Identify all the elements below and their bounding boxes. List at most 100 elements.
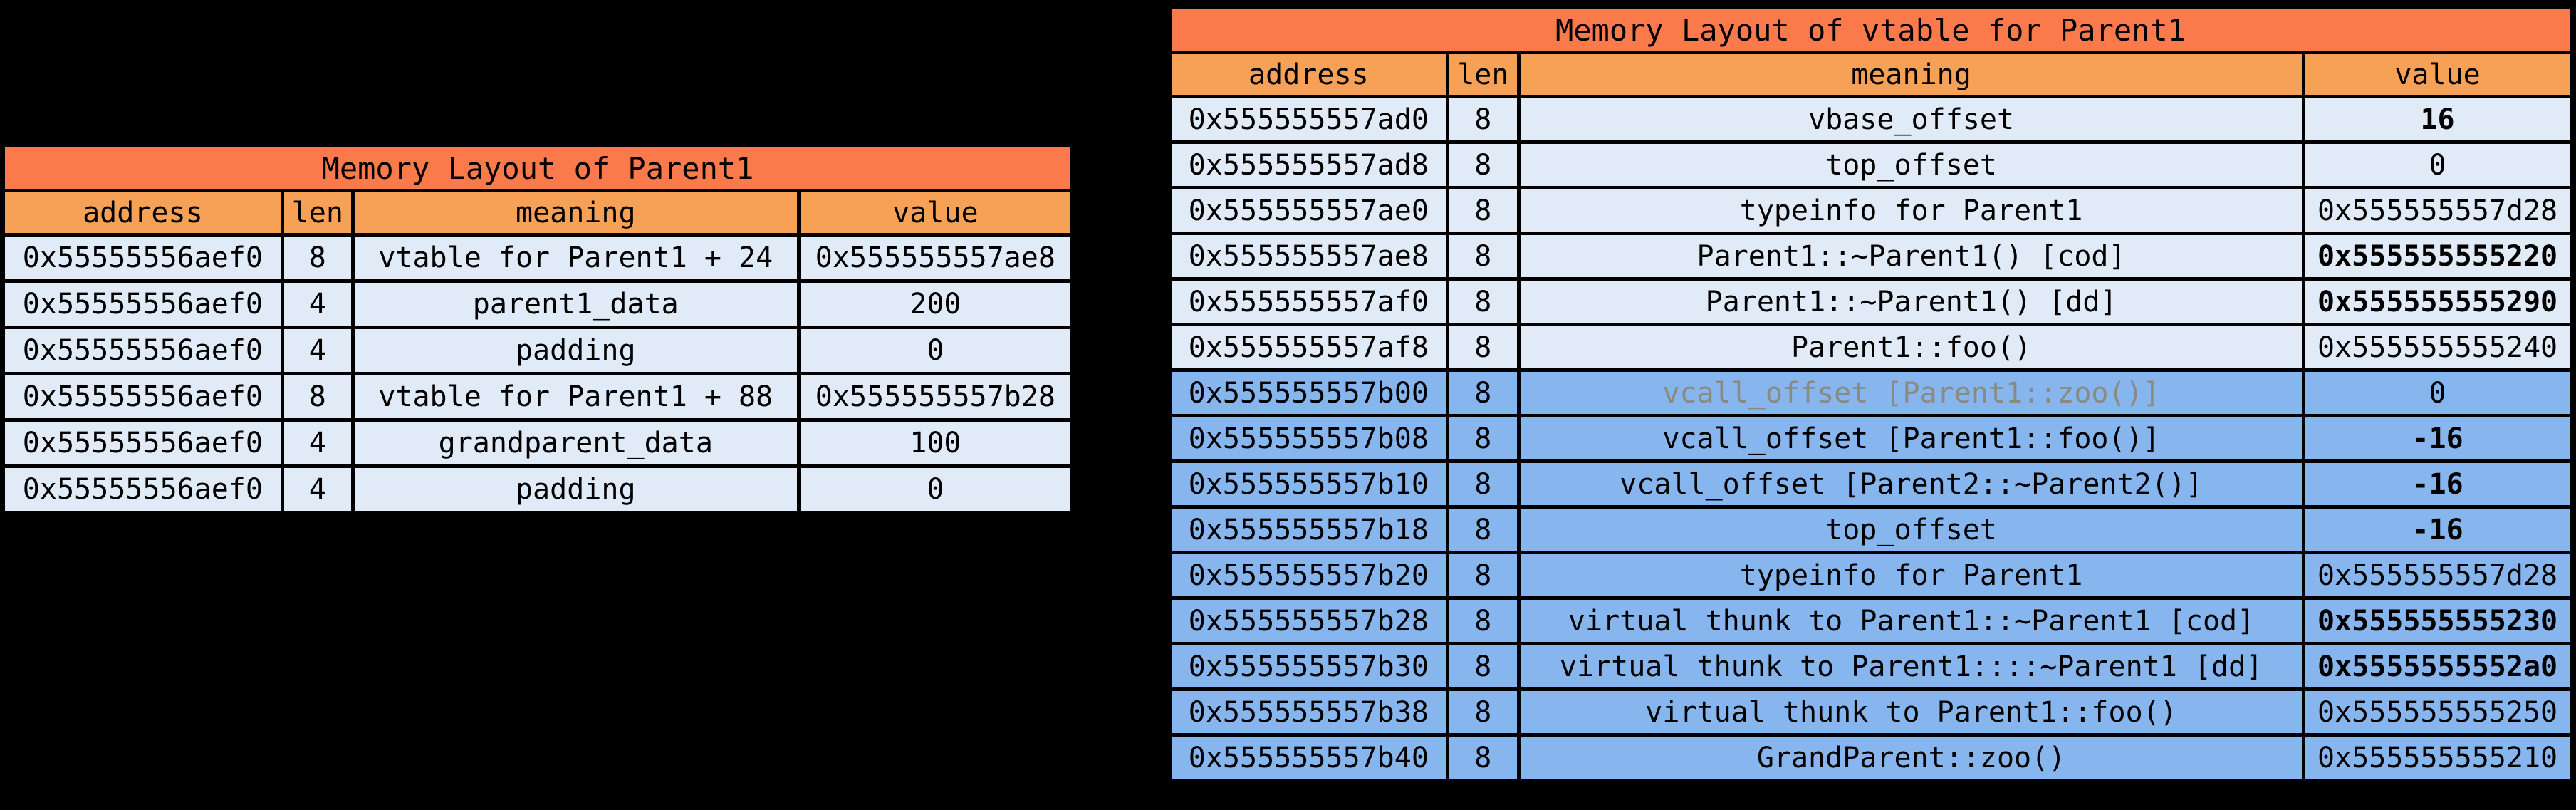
cell-meaning: top_offset <box>1517 140 2306 189</box>
cell-meaning: padding <box>350 326 801 375</box>
table-row: 0x555555557af0 8 Parent1::~Parent1() [dd… <box>1168 277 2573 326</box>
cell-address: 0x555555557b40 <box>1168 733 1449 782</box>
cell-address: 0x555555557b10 <box>1168 459 1449 509</box>
cell-value: 200 <box>796 279 1075 329</box>
cell-meaning: typeinfo for Parent1 <box>1517 551 2306 600</box>
column-header-address: address <box>1168 51 1449 98</box>
column-header-meaning: meaning <box>1517 51 2306 98</box>
cell-meaning: parent1_data <box>350 279 801 329</box>
table-title-row: Memory Layout of vtable for Parent1 <box>1168 6 2573 54</box>
table-header-row: address len meaning value <box>1 189 1075 237</box>
cell-address: 0x555555557b20 <box>1168 551 1449 600</box>
table-row: 0x555555557ad8 8 top_offset 0 <box>1168 140 2573 189</box>
cell-meaning: grandparent_data <box>350 418 801 468</box>
table-row: 0x555555557b30 8 virtual thunk to Parent… <box>1168 642 2573 691</box>
cell-value: 0x555555557ae8 <box>796 233 1075 283</box>
parent1-object-memory-table: Memory Layout of Parent1 address len mea… <box>1 144 1075 514</box>
table-title: Memory Layout of Parent1 <box>1 144 1074 192</box>
parent1-vtable-memory-table: Memory Layout of vtable for Parent1 addr… <box>1168 6 2573 782</box>
cell-address: 0x555555557ad8 <box>1168 140 1449 189</box>
table-body: 0x55555556aef0 8 vtable for Parent1 + 24… <box>1 233 1075 514</box>
cell-address: 0x555555557af0 <box>1168 277 1449 326</box>
cell-value: 0x555555555290 <box>2302 277 2573 326</box>
cell-value: 100 <box>796 418 1075 468</box>
cell-address: 0x555555557b18 <box>1168 505 1449 554</box>
cell-len: 8 <box>1445 368 1521 417</box>
cell-len: 4 <box>280 326 355 375</box>
cell-len: 4 <box>280 418 355 468</box>
cell-value: 0 <box>796 464 1075 514</box>
cell-address: 0x555555557af8 <box>1168 323 1449 372</box>
cell-value: 0x555555555240 <box>2302 323 2573 372</box>
cell-len: 8 <box>1445 642 1521 691</box>
cell-len: 8 <box>1445 596 1521 645</box>
table-row: 0x555555557ae0 8 typeinfo for Parent1 0x… <box>1168 186 2573 235</box>
cell-address: 0x555555557ae0 <box>1168 186 1449 235</box>
cell-address: 0x555555557ad0 <box>1168 95 1449 144</box>
table-row: 0x555555557af8 8 Parent1::foo() 0x555555… <box>1168 323 2573 372</box>
cell-meaning: typeinfo for Parent1 <box>1517 186 2306 235</box>
cell-address: 0x555555557b00 <box>1168 368 1449 417</box>
cell-meaning: vbase_offset <box>1517 95 2306 144</box>
cell-meaning: vcall_offset [Parent1::zoo()] <box>1517 368 2306 417</box>
table-header-row: address len meaning value <box>1168 51 2573 98</box>
table-row: 0x555555557b08 8 vcall_offset [Parent1::… <box>1168 414 2573 463</box>
cell-meaning: Parent1::foo() <box>1517 323 2306 372</box>
cell-value: 16 <box>2302 95 2573 144</box>
table-row: 0x55555556aef0 4 grandparent_data 100 <box>1 418 1075 468</box>
cell-meaning: top_offset <box>1517 505 2306 554</box>
cell-value: 0x555555555210 <box>2302 733 2573 782</box>
cell-meaning: virtual thunk to Parent1::~Parent1 [cod] <box>1517 596 2306 645</box>
column-header-meaning: meaning <box>350 189 801 237</box>
table-title-row: Memory Layout of Parent1 <box>1 144 1074 192</box>
cell-value: -16 <box>2302 505 2573 554</box>
table-title: Memory Layout of vtable for Parent1 <box>1168 6 2573 54</box>
cell-value: -16 <box>2302 414 2573 463</box>
cell-value: 0x555555555230 <box>2302 596 2573 645</box>
table-row: 0x555555557b20 8 typeinfo for Parent1 0x… <box>1168 551 2573 600</box>
cell-len: 8 <box>1445 687 1521 737</box>
cell-value: 0x555555555220 <box>2302 232 2573 281</box>
cell-len: 8 <box>1445 140 1521 189</box>
cell-address: 0x555555557ae8 <box>1168 232 1449 281</box>
cell-meaning: vcall_offset [Parent2::~Parent2()] <box>1517 459 2306 509</box>
cell-address: 0x555555557b38 <box>1168 687 1449 737</box>
cell-meaning: Parent1::~Parent1() [cod] <box>1517 232 2306 281</box>
cell-meaning: Parent1::~Parent1() [dd] <box>1517 277 2306 326</box>
cell-address: 0x55555556aef0 <box>1 464 284 514</box>
cell-len: 8 <box>1445 277 1521 326</box>
table-body: 0x555555557ad0 8 vbase_offset 16 0x55555… <box>1168 95 2573 782</box>
cell-value: 0 <box>796 326 1075 375</box>
table-row: 0x555555557b28 8 virtual thunk to Parent… <box>1168 596 2573 645</box>
table-row: 0x555555557b00 8 vcall_offset [Parent1::… <box>1168 368 2573 417</box>
cell-value: 0x555555557b28 <box>796 372 1075 422</box>
cell-meaning: GrandParent::zoo() <box>1517 733 2306 782</box>
cell-address: 0x55555556aef0 <box>1 233 284 283</box>
memory-layout-table-vtable-parent1: Memory Layout of vtable for Parent1 addr… <box>1168 6 2573 782</box>
cell-address: 0x555555557b28 <box>1168 596 1449 645</box>
table-row: 0x55555556aef0 4 padding 0 <box>1 464 1075 514</box>
cell-meaning: vtable for Parent1 + 88 <box>350 372 801 422</box>
cell-value: 0 <box>2302 368 2573 417</box>
cell-len: 8 <box>280 233 355 283</box>
column-header-value: value <box>796 189 1075 237</box>
cell-address: 0x55555556aef0 <box>1 372 284 422</box>
cell-len: 8 <box>1445 414 1521 463</box>
cell-value: 0 <box>2302 140 2573 189</box>
column-header-value: value <box>2302 51 2573 98</box>
column-header-len: len <box>1445 51 1521 98</box>
cell-len: 4 <box>280 279 355 329</box>
cell-len: 8 <box>1445 551 1521 600</box>
cell-address: 0x55555556aef0 <box>1 418 284 468</box>
table-row: 0x555555557b18 8 top_offset -16 <box>1168 505 2573 554</box>
cell-meaning: virtual thunk to Parent1::foo() <box>1517 687 2306 737</box>
cell-meaning: vcall_offset [Parent1::foo()] <box>1517 414 2306 463</box>
cell-value: -16 <box>2302 459 2573 509</box>
table-row: 0x55555556aef0 4 parent1_data 200 <box>1 279 1075 329</box>
cell-address: 0x55555556aef0 <box>1 326 284 375</box>
cell-address: 0x555555557b08 <box>1168 414 1449 463</box>
cell-value: 0x555555555250 <box>2302 687 2573 737</box>
cell-len: 8 <box>1445 95 1521 144</box>
cell-value: 0x555555557d28 <box>2302 551 2573 600</box>
cell-len: 8 <box>280 372 355 422</box>
